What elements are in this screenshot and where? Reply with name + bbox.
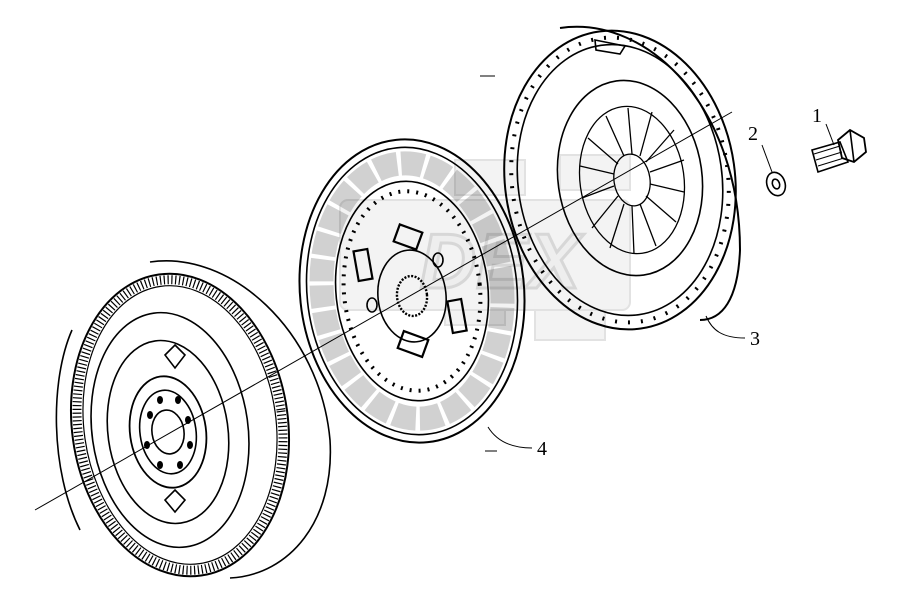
bolt-thread <box>813 145 845 167</box>
ring-gear-teeth <box>72 275 288 575</box>
washer <box>765 171 787 197</box>
assembly-axis-line <box>34 111 733 511</box>
diaphragm-spring <box>578 105 686 255</box>
callout-3: 3 <box>705 315 760 350</box>
callout-label-4: 4 <box>537 438 547 460</box>
callout-4: 4 <box>487 426 547 460</box>
callout-1: 1 <box>812 105 835 146</box>
bolt <box>811 128 867 174</box>
clutch-disc <box>298 138 526 444</box>
callout-2: 2 <box>748 123 773 173</box>
rivet-ring <box>341 189 483 393</box>
callout-label-1: 1 <box>812 105 822 127</box>
flywheel <box>55 260 332 579</box>
watermark-logo: DEX <box>339 154 631 341</box>
mounting-holes-ring <box>509 35 731 325</box>
friction-pad-ring <box>309 151 515 431</box>
pressure-plate <box>503 25 742 331</box>
splined-hub <box>395 274 429 318</box>
callout-label-2: 2 <box>748 123 758 145</box>
callout-label-3: 3 <box>750 328 760 350</box>
